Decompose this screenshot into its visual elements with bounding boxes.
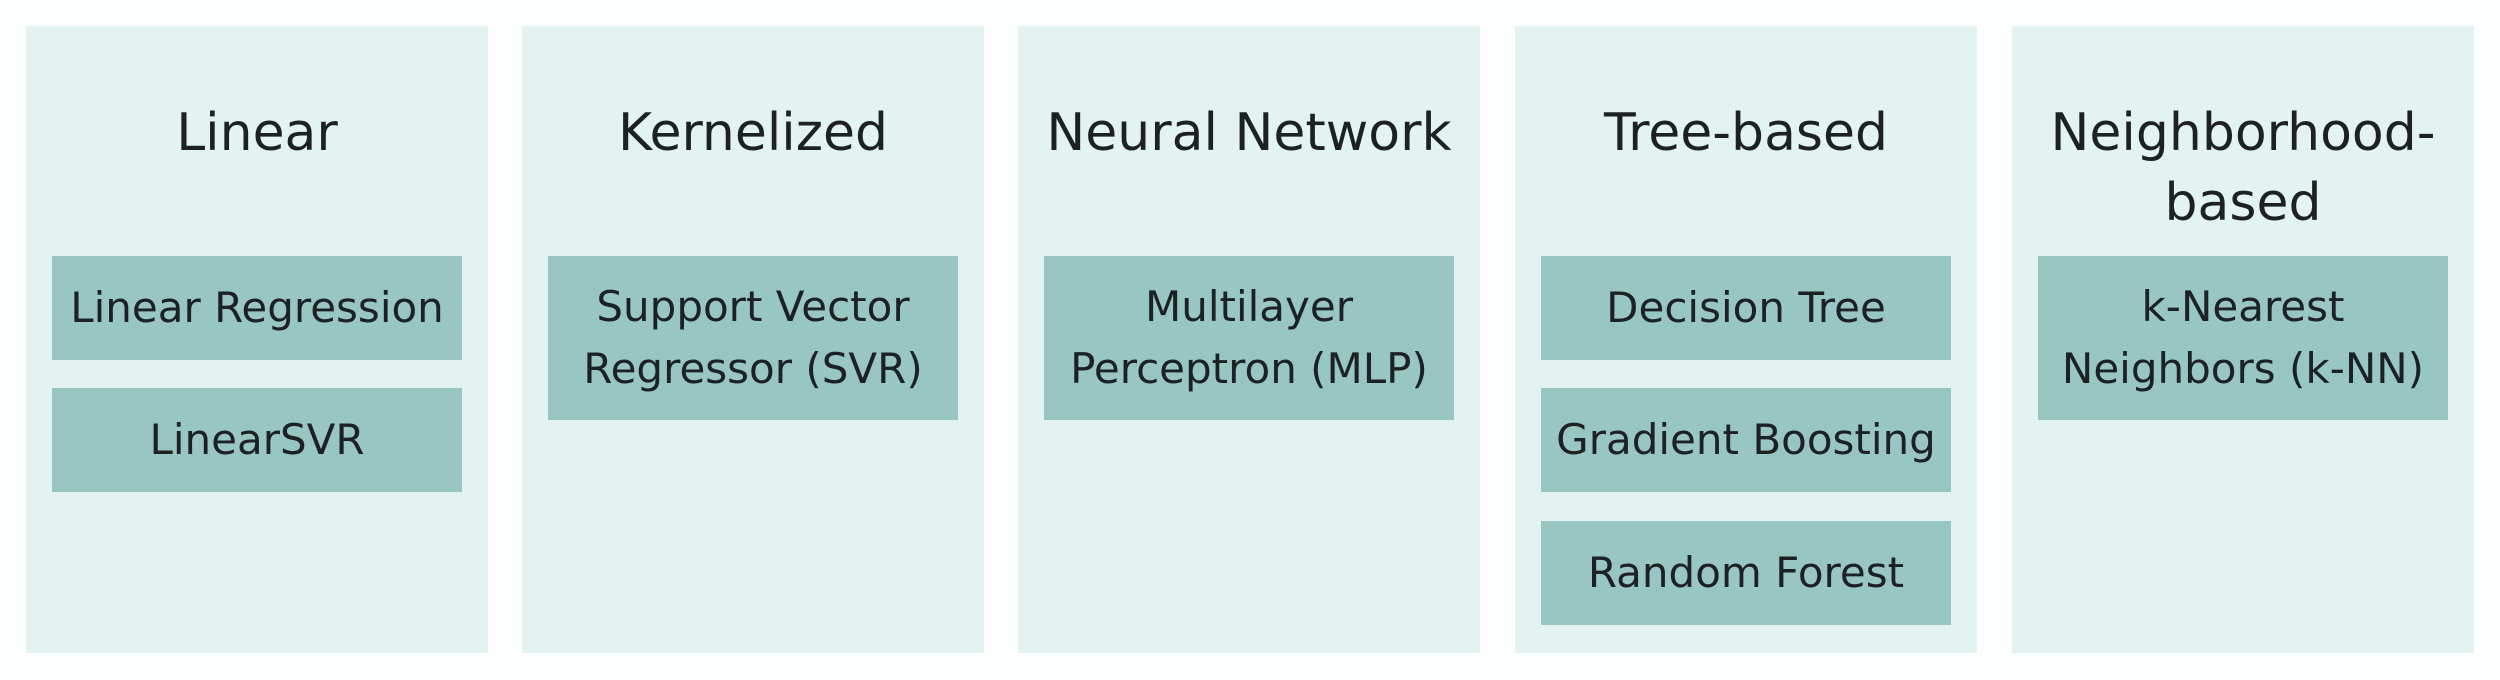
model-box-linear-regression: Linear Regression xyxy=(52,256,462,360)
category-title: Kernelized xyxy=(617,103,889,163)
model-box-linearsvr: LinearSVR xyxy=(52,388,462,492)
model-box-gradient-boosting: Gradient Boosting xyxy=(1541,388,1951,492)
model-label: Decision Tree xyxy=(1606,283,1886,332)
category-column-linear: Linear Linear Regression LinearSVR xyxy=(26,26,488,653)
model-label: Gradient Boosting xyxy=(1556,415,1936,464)
model-label: Random Forest xyxy=(1587,548,1905,597)
model-label: LinearSVR xyxy=(149,415,365,464)
model-box-random-forest: Random Forest xyxy=(1541,521,1951,625)
model-label: Linear Regression xyxy=(70,283,444,332)
category-title: Tree-based xyxy=(1603,103,1889,163)
category-title: Linear xyxy=(176,103,338,163)
category-title: Neighborhood-based xyxy=(2050,103,2436,233)
category-column-tree-based: Tree-based Decision Tree Gradient Boosti… xyxy=(1515,26,1977,653)
category-title: Neural Network xyxy=(1046,103,1452,163)
model-box-decision-tree: Decision Tree xyxy=(1541,256,1951,360)
